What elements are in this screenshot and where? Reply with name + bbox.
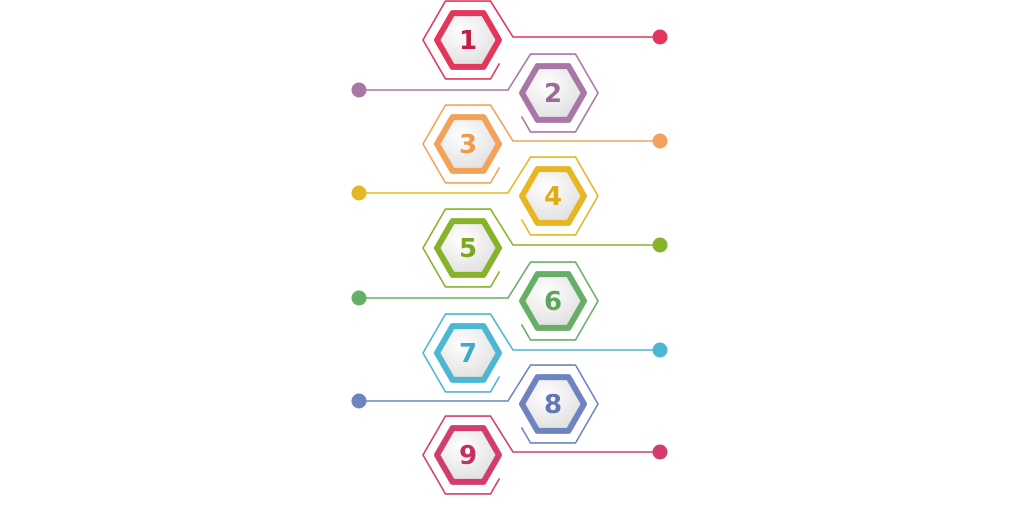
outline-connector-line xyxy=(422,415,660,495)
step-number: 7 xyxy=(459,339,477,369)
step-number: 1 xyxy=(459,26,477,56)
step-number: 5 xyxy=(459,234,477,264)
endpoint-dot xyxy=(652,29,668,45)
endpoint-dot xyxy=(351,290,367,306)
step-number: 4 xyxy=(544,182,562,212)
step-1: 1 xyxy=(422,0,668,80)
outline-connector-line xyxy=(422,208,660,288)
hexagon-badge xyxy=(434,218,502,278)
outline-connector-line xyxy=(422,0,660,80)
outline-connector-line xyxy=(359,261,599,341)
outline-connector-line xyxy=(422,313,660,393)
endpoint-dot xyxy=(652,444,668,460)
hexagon-badge xyxy=(519,166,587,226)
outline-connector-line xyxy=(359,364,599,444)
hexagon-badge xyxy=(434,323,502,383)
step-number: 6 xyxy=(544,287,562,317)
endpoint-dot xyxy=(351,185,367,201)
endpoint-dot xyxy=(351,393,367,409)
endpoint-dot xyxy=(652,342,668,358)
step-9: 9 xyxy=(422,415,668,495)
step-7: 7 xyxy=(422,313,668,393)
outline-connector-line xyxy=(359,156,599,236)
hexagon-badge xyxy=(434,425,502,485)
step-number: 3 xyxy=(459,130,477,160)
step-number: 8 xyxy=(544,390,562,420)
step-number: 2 xyxy=(544,79,562,109)
outline-connector-line xyxy=(422,104,660,184)
hexagon-badge xyxy=(519,271,587,331)
outline-connector-line xyxy=(359,53,599,133)
step-5: 5 xyxy=(422,208,668,288)
endpoint-dot xyxy=(652,133,668,149)
hexagon-badge xyxy=(434,114,502,174)
hexagon-badge xyxy=(519,63,587,123)
step-2: 2 xyxy=(351,53,599,133)
step-3: 3 xyxy=(422,104,668,184)
endpoint-dot xyxy=(351,82,367,98)
step-4: 4 xyxy=(351,156,599,236)
step-number: 9 xyxy=(459,441,477,471)
step-8: 8 xyxy=(351,364,599,444)
endpoint-dot xyxy=(652,237,668,253)
hexagon-badge xyxy=(519,374,587,434)
hexagon-badge xyxy=(434,10,502,70)
step-6: 6 xyxy=(351,261,599,341)
